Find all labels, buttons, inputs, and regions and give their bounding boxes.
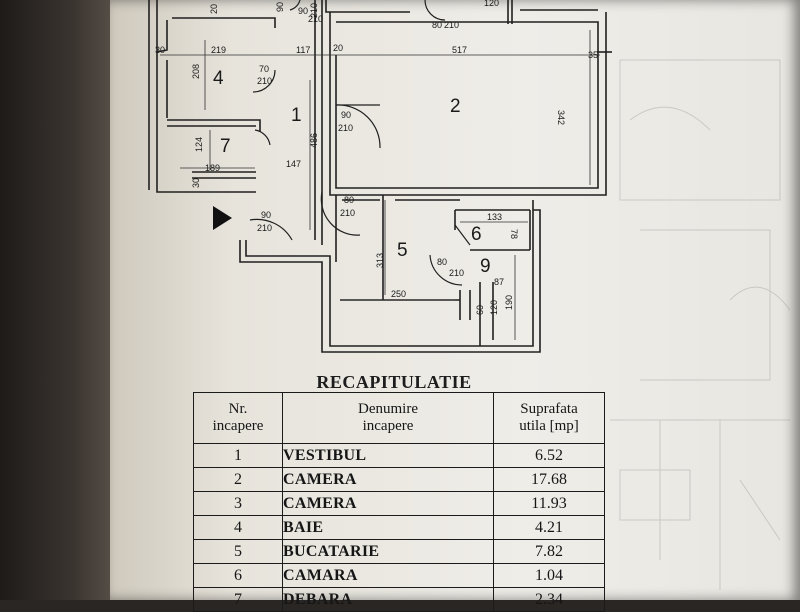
dimension-label: 30	[155, 45, 165, 55]
header-name: Denumire incapere	[282, 392, 494, 444]
dimension-label: 20	[333, 43, 343, 53]
table-row: 3 CAMERA 11.93	[193, 491, 605, 516]
cell-nr: 3	[193, 491, 283, 516]
dimension-label: 35	[588, 50, 598, 60]
room-label: 1	[291, 105, 302, 126]
dimension-label: 208	[191, 64, 201, 79]
header-nr: Nr. incapere	[193, 392, 283, 444]
room-label: 6	[471, 224, 482, 245]
dimension-label: 90	[261, 210, 271, 220]
recap-table: Nr. incapere Denumire incapere Suprafata…	[193, 392, 605, 612]
cell-name: BAIE	[282, 515, 494, 540]
room-label: 7	[220, 136, 231, 157]
recap-title: RECAPITULATIE	[316, 372, 472, 392]
dimension-label: 190	[504, 295, 514, 310]
dimension-label: 90	[275, 2, 285, 12]
cell-name: CAMARA	[282, 563, 494, 588]
cell-nr: 6	[193, 563, 283, 588]
entrance-arrow-icon	[213, 206, 232, 230]
dimension-label: 210	[309, 3, 319, 18]
dimension-label: 210	[444, 20, 459, 30]
dimension-label: 219	[211, 45, 226, 55]
cell-name: VESTIBUL	[282, 443, 494, 468]
dimension-label: 120	[484, 0, 499, 8]
dimension-label: 80	[344, 195, 354, 205]
dimension-label: 210	[257, 76, 272, 86]
cell-name: CAMERA	[282, 467, 494, 492]
cell-area: 7.82	[493, 539, 605, 564]
dimension-label: 124	[194, 137, 204, 152]
table-row: 4 BAIE 4.21	[193, 515, 605, 540]
floor-plan: 1 2 4 5 6 7 9 219 117 517 35 30 20 208 7…	[155, 0, 600, 340]
dimension-label: 30	[191, 178, 201, 188]
dimension-label: 120	[489, 300, 499, 315]
cell-nr: 1	[193, 443, 283, 468]
cell-area: 4.21	[493, 515, 605, 540]
table-row: 5 BUCATARIE 7.82	[193, 539, 605, 564]
dimension-label: 210	[308, 14, 323, 24]
dimension-label: 147	[286, 159, 301, 169]
room-label: 5	[397, 240, 408, 261]
dimension-label: 189	[205, 163, 220, 173]
dimension-label: 20	[209, 4, 219, 14]
dimension-label: 87	[494, 277, 504, 287]
background-sketch	[610, 59, 791, 590]
dimension-label: 313	[375, 253, 385, 268]
dimension-label: 210	[340, 208, 355, 218]
dimension-label: 210	[449, 268, 464, 278]
room-label: 2	[450, 96, 461, 117]
header-area: Suprafata utila [mp]	[493, 392, 605, 444]
dimension-label: 78	[509, 229, 519, 239]
cell-nr: 4	[193, 515, 283, 540]
table-row: 6 CAMARA 1.04	[193, 563, 605, 588]
cell-nr: 5	[193, 539, 283, 564]
cell-nr: 2	[193, 467, 283, 492]
plan-door-arcs	[249, 0, 471, 286]
dimension-label: 250	[391, 289, 406, 299]
cell-name: BUCATARIE	[282, 539, 494, 564]
dimension-label: 486	[309, 133, 319, 148]
dimension-label: 60	[475, 305, 485, 315]
table-header-row: Nr. incapere Denumire incapere Suprafata…	[193, 392, 605, 444]
cell-area: 6.52	[493, 443, 605, 468]
table-row: 2 CAMERA 17.68	[193, 467, 605, 492]
dimension-label: 133	[487, 212, 502, 222]
dimension-label: 342	[556, 110, 566, 125]
room-label: 9	[480, 256, 491, 277]
dimension-label: 90	[341, 110, 351, 120]
dimension-label: 210	[338, 123, 353, 133]
cell-name: CAMERA	[282, 491, 494, 516]
cell-area: 11.93	[493, 491, 605, 516]
dimension-label: 117	[296, 45, 310, 55]
dimension-label: 70	[259, 64, 269, 74]
dimension-label: 210	[257, 223, 272, 233]
dimension-label: 517	[452, 45, 467, 55]
dimension-label: 90	[298, 6, 308, 16]
dimension-label: 80	[432, 20, 442, 30]
cell-area: 17.68	[493, 467, 605, 492]
plan-dimension-lines	[160, 30, 600, 340]
table-row: 1 VESTIBUL 6.52	[193, 443, 605, 468]
dimension-label: 80	[437, 257, 447, 267]
book-spine-shadow	[0, 0, 120, 600]
cell-area: 1.04	[493, 563, 605, 588]
room-label: 4	[213, 68, 224, 89]
